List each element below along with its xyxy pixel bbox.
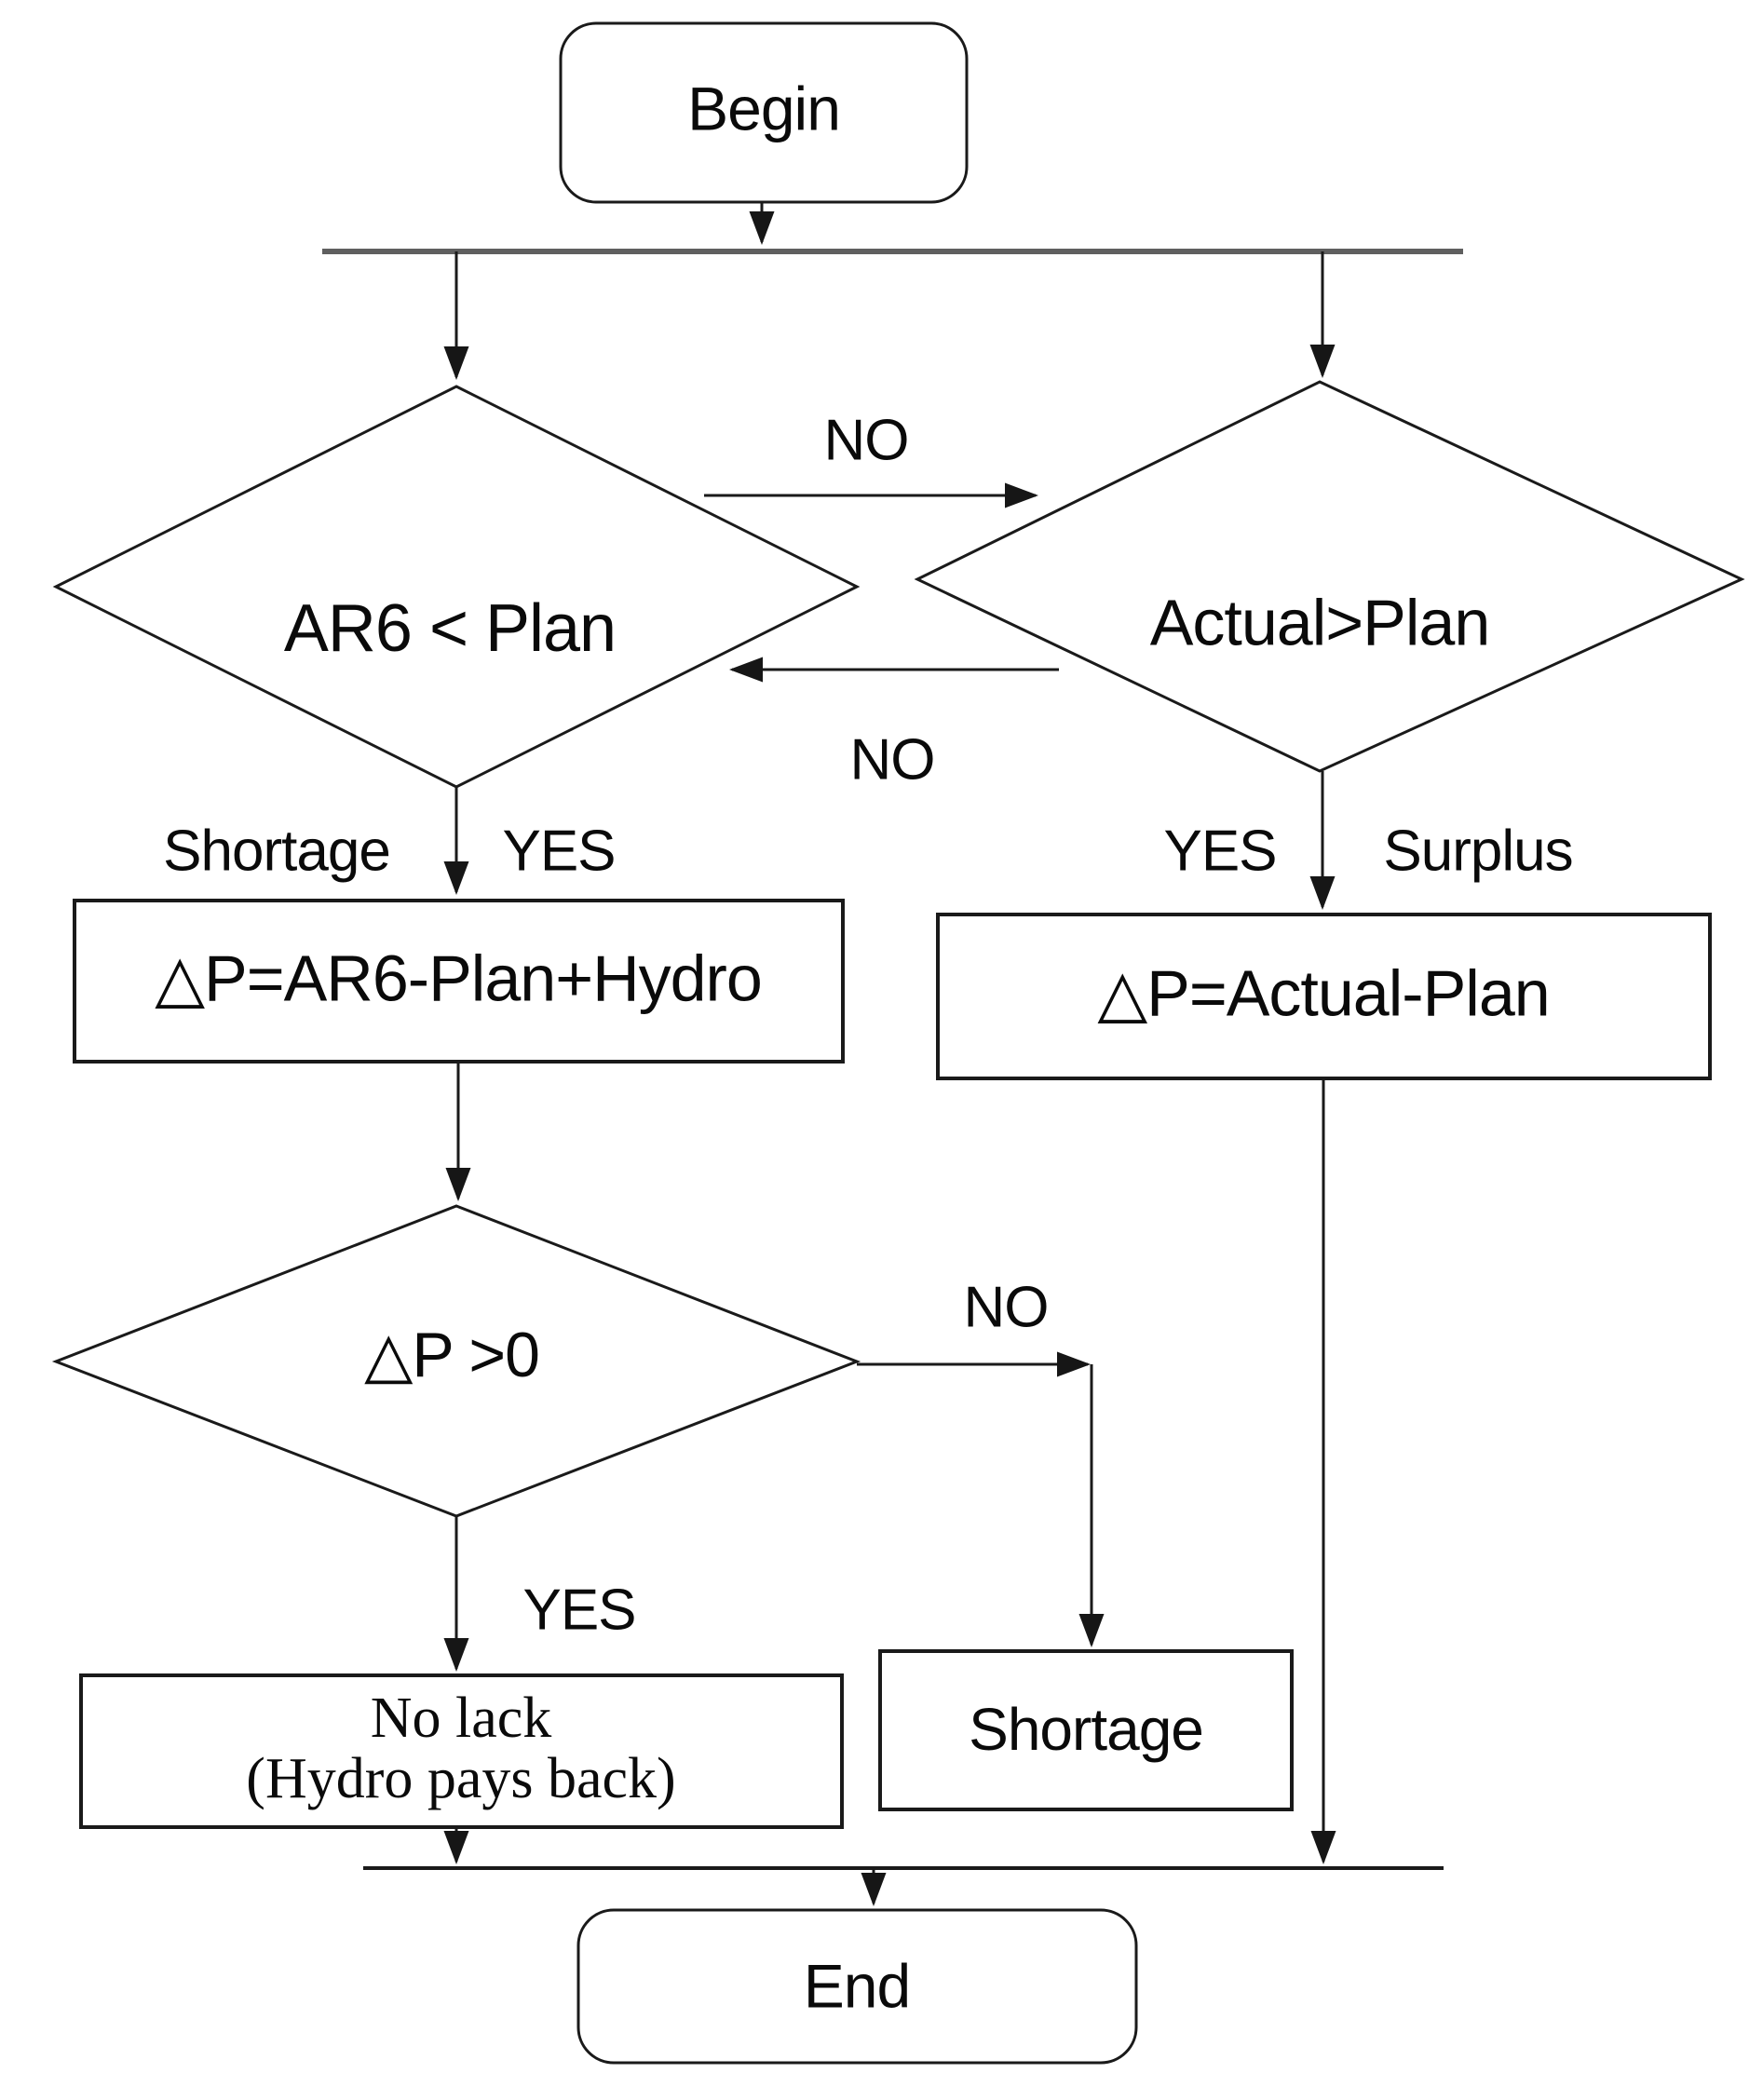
ar6-check-label: AR6 < Plan [284, 591, 616, 666]
edge-label-ar6-yes: YES [502, 819, 615, 883]
edge-label-ar6-shortage: Shortage [163, 819, 390, 883]
connectors [322, 202, 1463, 1906]
shortage-formula-label: △P=AR6-Plan+Hydro [155, 942, 762, 1014]
dp-check-label: △P >0 [364, 1320, 539, 1390]
edge-label-dp-no: NO [964, 1275, 1049, 1339]
ar6-check-diamond [52, 385, 861, 789]
begin-node [559, 21, 969, 204]
surplus-formula-label: △P=Actual-Plan [1097, 956, 1549, 1029]
edge-label-dp-yes: YES [522, 1578, 635, 1642]
end-node [576, 1908, 1138, 2065]
shortage-result-box [878, 1649, 1294, 1811]
begin-label: Begin [687, 74, 840, 142]
shortage-formula-box [73, 899, 845, 1064]
edge-label-ar6-no: NO [824, 408, 909, 472]
edge-labels: NO NO Shortage YES YES Surplus NO YES [163, 408, 1573, 1642]
no-lack-label-line2: (Hydro pays back) [246, 1747, 675, 1810]
edge-label-actual-no: NO [850, 727, 935, 792]
node-labels: Begin AR6 < Plan Actual>Plan △P=AR6-Plan… [155, 74, 1550, 2020]
shortage-result-label: Shortage [969, 1696, 1203, 1763]
actual-check-diamond [914, 380, 1745, 773]
dp-check-diamond [51, 1204, 861, 1518]
surplus-formula-box [936, 913, 1712, 1080]
no-lack-label-line1: No lack [371, 1687, 552, 1750]
nodes [51, 21, 1745, 2065]
diagram-lines [51, 21, 1745, 2065]
edge-label-actual-yes: YES [1163, 819, 1276, 883]
edge-label-actual-surplus: Surplus [1383, 819, 1572, 883]
end-label: End [804, 1951, 910, 2020]
actual-check-label: Actual>Plan [1150, 586, 1490, 658]
no-lack-box [79, 1673, 844, 1829]
